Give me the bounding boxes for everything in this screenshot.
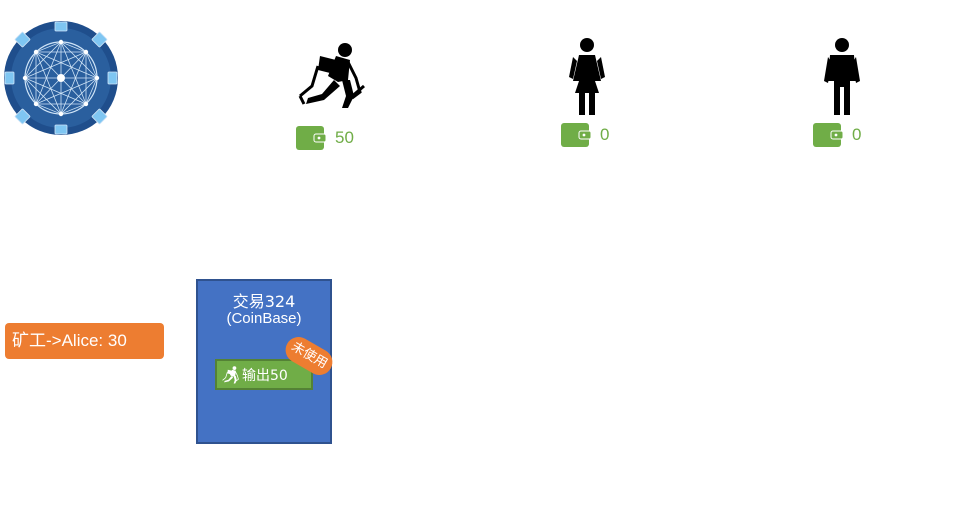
pending-transaction-tag: 矿工->Alice: 30 <box>5 323 164 359</box>
output-label: 输出50 <box>242 367 288 384</box>
hockey-player-icon <box>298 43 365 108</box>
network-globe-icon <box>4 21 118 135</box>
wallet-balance: 0 <box>600 125 610 144</box>
wallet-bob: 0 <box>813 122 861 148</box>
man-icon <box>824 38 860 115</box>
wallet-icon <box>296 126 326 150</box>
wallet-icon <box>561 123 591 147</box>
wallet-icon <box>813 123 843 147</box>
wallet-balance: 0 <box>852 125 862 144</box>
hockey-player-icon <box>222 365 239 383</box>
transaction-title: 交易324 <box>232 292 296 311</box>
wallet-miner: 50 <box>296 125 354 151</box>
wallet-alice: 0 <box>561 122 609 148</box>
transaction-subtitle: (CoinBase) <box>226 310 302 327</box>
woman-icon <box>569 38 605 115</box>
wallet-balance: 50 <box>335 128 354 147</box>
